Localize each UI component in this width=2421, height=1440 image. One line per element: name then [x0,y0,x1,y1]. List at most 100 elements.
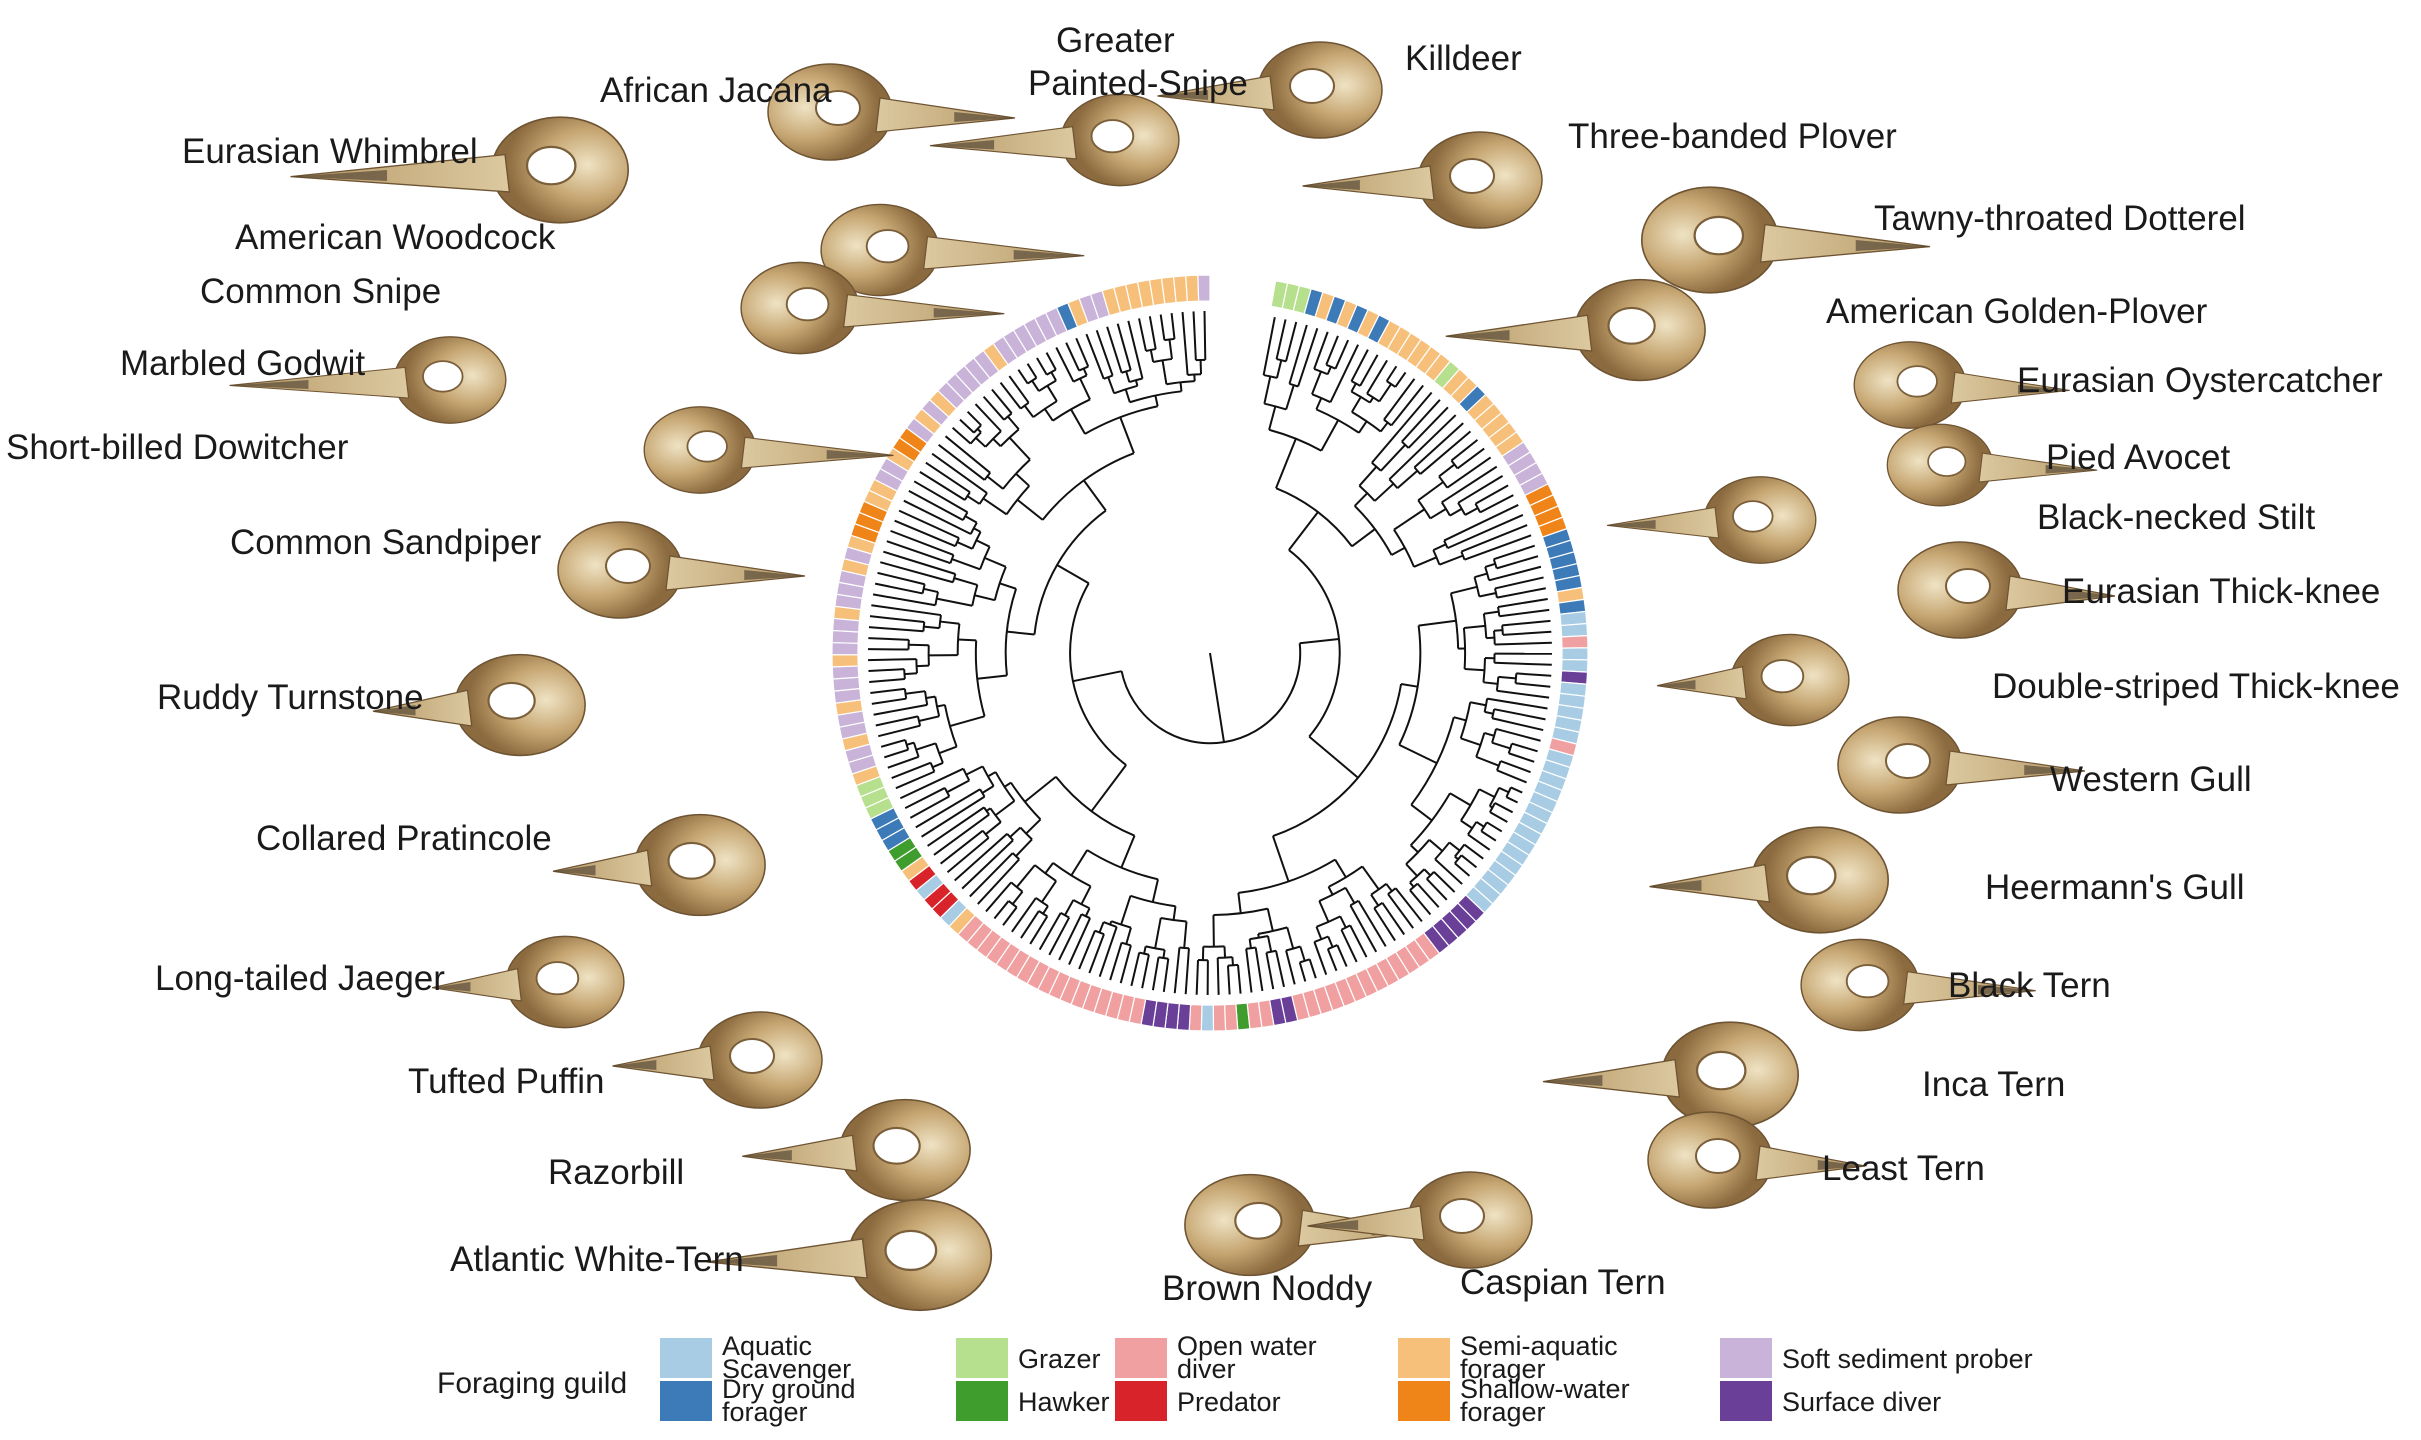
tree-branch [909,795,950,819]
species-label: Tufted Puffin [408,1062,605,1101]
tree-branch [1470,701,1487,707]
tree-branch [1358,466,1378,487]
tree-branch [1423,868,1432,877]
tree-branch [1417,481,1444,502]
tree-branch [1286,927,1295,949]
tree-branch [977,858,1020,905]
species-label: Razorbill [548,1153,684,1192]
tree-branch [1195,960,1200,995]
tree-branch [871,604,942,617]
guild-ring-segment [1185,274,1200,303]
tree-branch [1479,592,1497,598]
skull-drawing [1656,633,1850,727]
tree-node-arc [1187,373,1202,376]
skull-drawing [431,935,625,1029]
tree-branch [1474,572,1488,579]
species-label: Eurasian Whimbrel [182,132,478,171]
tree-branch [1484,710,1494,715]
tree-node-arc [1078,365,1089,372]
tree-branch [1433,871,1456,893]
tree-node-arc [1480,821,1488,832]
tree-node-arc [1289,382,1299,388]
skull-drawing [1542,1021,1800,1129]
tree-branch [959,418,975,434]
tree-branch [954,833,1008,882]
tree-branch [904,787,946,810]
species-label: Long-tailed Jaeger [155,959,445,998]
tree-branch [1369,396,1375,404]
tree-branch [1002,906,1018,926]
tree-branch [1339,915,1347,929]
tree-node-arc [1276,358,1287,363]
tree-node-arc [1052,398,1091,422]
tree-branch [1143,946,1147,954]
guild-ring-segment [1223,1003,1239,1032]
tree-branch [1463,843,1484,860]
legend-label: Soft sediment prober [1782,1344,2033,1374]
tree-node-arc [973,424,982,434]
tree-branch [946,837,990,873]
tree-branch [936,597,973,607]
guild-ring-segment [831,665,860,680]
tree-branch [1401,399,1441,443]
tree-branch [1344,887,1356,904]
tree-branch [1511,742,1538,753]
legend-item: Surface diver [1720,1381,1941,1421]
tree-branch [1046,385,1058,402]
tree-branch [1475,755,1500,767]
tree-branch [1173,947,1181,994]
tree-branch [1183,921,1188,948]
tree-node-arc [1409,868,1425,884]
tree-branch [932,761,944,769]
tree-branch [1499,608,1550,618]
tree-node-arc [1393,529,1415,568]
tree-node-arc [1482,613,1488,639]
tree-node-arc [1358,485,1376,502]
tree-branch [1050,371,1057,382]
legend-swatch [1115,1381,1167,1421]
legend-label: Shallow-water [1460,1374,1630,1404]
tree-branch [1479,494,1514,514]
tree-node-arc [1484,566,1490,581]
tree-node-arc [1454,843,1466,858]
tree-node-arc [1474,503,1482,513]
tree-branch [1080,885,1092,905]
tree-branch [1308,959,1317,979]
tree-branch [906,741,915,746]
species-label: Caspian Tern [1460,1263,1666,1302]
tree-node-arc [1006,833,1014,841]
tree-branch [987,771,997,778]
tree-branch [992,438,1002,447]
guild-ring-segment [1212,1004,1227,1032]
tree-node-arc [1084,405,1158,435]
tree-branch [1003,781,1012,788]
tree-branch [918,715,940,723]
tree-node-arc [1438,475,1449,489]
tree-branch [974,594,996,602]
tree-branch [1154,395,1159,407]
tree-branch [1038,912,1062,951]
tree-branch [1327,886,1334,896]
tree-branch [964,515,978,524]
tree-branch [1116,323,1132,371]
tree-branch [1493,708,1546,721]
tree-branch [973,527,982,533]
tree-node-arc [984,430,1002,448]
tree-branch [1498,675,1517,680]
tree-branch [1350,383,1357,393]
tree-node-arc [1493,630,1496,645]
tree-branch [1271,835,1290,882]
tree-branch [1107,376,1116,394]
tree-branch [915,742,936,751]
tree-branch [1275,438,1297,489]
tree-branch [1248,939,1252,949]
tree-branch [1262,317,1276,376]
species-label: Pied Avocet [2046,438,2230,477]
tree-branch [999,382,1022,410]
skull-drawing [1302,131,1543,229]
tree-node-arc [1263,374,1278,379]
legend-label: forager [722,1397,808,1427]
legend-swatch [1720,1381,1772,1421]
